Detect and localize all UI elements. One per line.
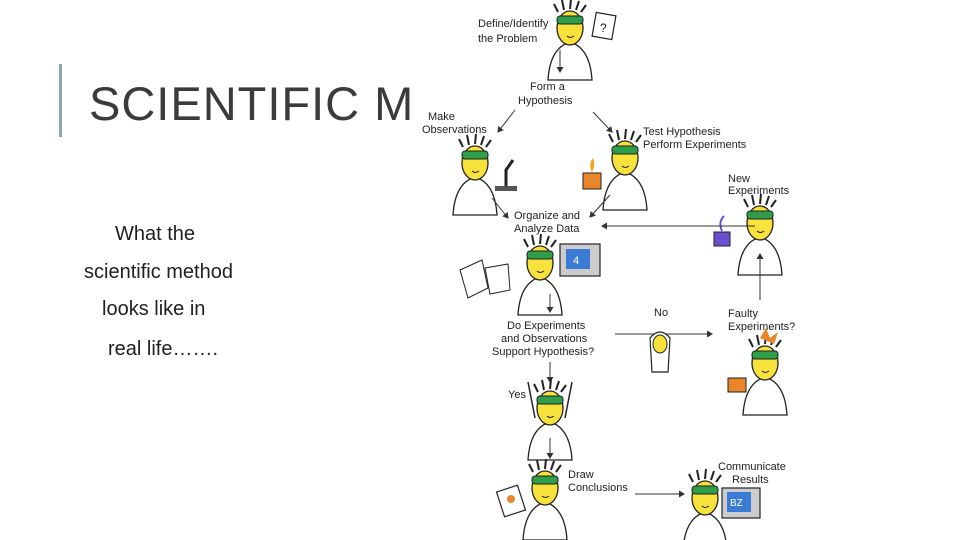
faulty-line-1: Faulty bbox=[728, 308, 758, 320]
step-new-experiments: New Experiments bbox=[713, 173, 790, 276]
step-make-observations: Make Observations bbox=[422, 111, 517, 216]
step-form-hypothesis: Form a Hypothesis bbox=[518, 81, 573, 107]
svg-text:Define/Identify: Define/Identify bbox=[478, 18, 549, 30]
define-line-1: Define/Identify bbox=[478, 18, 549, 30]
svg-text:Hypothesis: Hypothesis bbox=[518, 95, 573, 107]
step-define-problem: Define/Identify the Problem ? bbox=[478, 0, 617, 81]
slide-title: SCIENTIFIC M bbox=[89, 77, 415, 130]
step-draw-conclusions: Draw Conclusions bbox=[495, 458, 628, 540]
diagram-svg: Define/Identify the Problem ? Form a Hyp… bbox=[422, 0, 795, 540]
yes-label: Yes bbox=[508, 389, 526, 401]
communicate-line-2: Results bbox=[732, 474, 769, 486]
svg-text:Test Hypothesis: Test Hypothesis bbox=[643, 126, 721, 138]
conclusions-line-2: Conclusions bbox=[568, 482, 628, 494]
test-line-2: Perform Experiments bbox=[643, 139, 747, 151]
scientist-disappointed-icon bbox=[649, 331, 671, 373]
observations-line-1: Make bbox=[428, 111, 455, 123]
hypothesis-line-2: Hypothesis bbox=[518, 95, 573, 107]
body-line-3: looks like in bbox=[102, 298, 206, 320]
scientific-method-diagram: Define/Identify the Problem ? Form a Hyp… bbox=[410, 0, 820, 540]
communicate-line-1: Communicate bbox=[718, 461, 786, 473]
arrow-hypothesis-to-observations bbox=[497, 109, 516, 133]
microscope-icon bbox=[495, 159, 517, 191]
organize-line-1: Organize and bbox=[514, 210, 580, 222]
scientist-microscope-icon bbox=[452, 133, 498, 216]
step-test-hypothesis: Test Hypothesis Perform Experiments bbox=[582, 126, 747, 211]
faulty-line-2: Experiments? bbox=[728, 321, 795, 333]
svg-text:Faulty: Faulty bbox=[728, 308, 758, 320]
no-label: No bbox=[654, 307, 668, 319]
computer-icon: 4 bbox=[559, 243, 601, 277]
svg-text:Yes: Yes bbox=[508, 389, 526, 401]
svg-text:Form a: Form a bbox=[530, 81, 566, 93]
beaker-icon bbox=[582, 158, 602, 190]
svg-text:Do Experiments: Do Experiments bbox=[507, 320, 586, 332]
scientist-explosion-icon bbox=[742, 333, 788, 416]
support-line-3: Support Hypothesis? bbox=[492, 346, 594, 358]
test-line-1: Test Hypothesis bbox=[643, 126, 721, 138]
step-yes: Yes bbox=[508, 378, 573, 461]
step-faulty-experiments: Faulty Experiments? bbox=[727, 308, 795, 416]
paper-question-mark: ? bbox=[600, 21, 607, 35]
step-communicate-results: Communicate Results BZ bbox=[682, 461, 786, 540]
define-line-2: the Problem bbox=[478, 33, 537, 45]
svg-text:New: New bbox=[728, 173, 750, 185]
svg-text:Conclusions: Conclusions bbox=[568, 482, 628, 494]
monitor-mark-communicate: BZ bbox=[730, 498, 743, 509]
body-line-4: real life……. bbox=[108, 338, 219, 360]
svg-text:Experiments: Experiments bbox=[728, 185, 790, 197]
arrow-observations-to-organize bbox=[491, 197, 509, 219]
svg-text:Communicate: Communicate bbox=[718, 461, 786, 473]
conclusions-line-1: Draw bbox=[568, 469, 594, 481]
arrow-hypothesis-to-test bbox=[592, 111, 613, 133]
step-support-question: Do Experiments and Observations Support … bbox=[492, 320, 594, 358]
scientist-writing-icon bbox=[522, 458, 568, 540]
step-organize-data: Organize and Analyze Data 4 bbox=[459, 210, 601, 316]
svg-text:Support Hypothesis?: Support Hypothesis? bbox=[492, 346, 594, 358]
papers-icon bbox=[459, 259, 511, 299]
svg-text:Make: Make bbox=[428, 111, 455, 123]
svg-text:Experiments?: Experiments? bbox=[728, 321, 795, 333]
hypothesis-line-1: Form a bbox=[530, 81, 566, 93]
presentation-computer-icon: BZ bbox=[721, 487, 761, 519]
step-no: No bbox=[649, 307, 671, 373]
svg-text:and Observations: and Observations bbox=[501, 333, 588, 345]
new-experiments-line-1: New bbox=[728, 173, 750, 185]
notebook-icon bbox=[495, 484, 527, 518]
body-line-1: What the bbox=[115, 223, 196, 245]
scientist-experiment-icon bbox=[602, 128, 648, 211]
arrow-test-to-organize bbox=[589, 194, 611, 218]
svg-text:Analyze Data: Analyze Data bbox=[514, 223, 580, 235]
question-paper-icon: ? bbox=[591, 11, 617, 41]
monitor-mark-organize: 4 bbox=[573, 255, 579, 267]
svg-text:No: No bbox=[654, 307, 668, 319]
orange-beaker-icon bbox=[727, 377, 747, 393]
title-accent-bar bbox=[59, 64, 62, 137]
raised-arms-icon bbox=[527, 381, 573, 419]
scientist-thinking-icon bbox=[547, 0, 593, 81]
support-line-1: Do Experiments bbox=[507, 320, 586, 332]
new-experiments-line-2: Experiments bbox=[728, 185, 790, 197]
body-line-2: scientific method bbox=[84, 261, 233, 283]
observations-line-2: Observations bbox=[422, 124, 487, 136]
svg-text:the Problem: the Problem bbox=[478, 33, 537, 45]
explosion-icon bbox=[760, 328, 778, 344]
svg-text:Observations: Observations bbox=[422, 124, 487, 136]
svg-text:Draw: Draw bbox=[568, 469, 594, 481]
scientist-computer-icon bbox=[517, 233, 563, 316]
svg-text:Perform Experiments: Perform Experiments bbox=[643, 139, 747, 151]
svg-text:Results: Results bbox=[732, 474, 769, 486]
organize-line-2: Analyze Data bbox=[514, 223, 580, 235]
flask-icon bbox=[713, 215, 731, 247]
scientist-presenting-icon bbox=[682, 468, 728, 540]
support-line-2: and Observations bbox=[501, 333, 588, 345]
svg-text:Organize and: Organize and bbox=[514, 210, 580, 222]
